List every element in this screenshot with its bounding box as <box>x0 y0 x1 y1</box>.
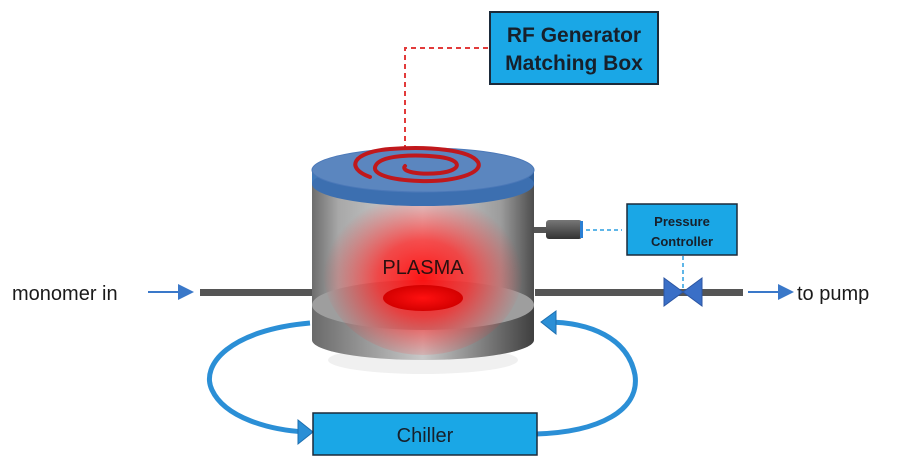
plasma-glow <box>323 185 523 355</box>
valve-icon <box>663 277 703 307</box>
rf-generator-label-line1: RF Generator <box>507 24 641 47</box>
rf-coil <box>353 146 481 184</box>
chiller-supply-arrow <box>535 319 638 437</box>
substrate-electrode <box>383 285 463 311</box>
outlet-pipe <box>535 289 743 296</box>
rf-connection-line <box>404 47 488 158</box>
chiller-box: Chiller <box>312 412 538 456</box>
chiller-label: Chiller <box>397 425 454 447</box>
outlet-label: to pump <box>797 283 869 305</box>
pressure-controller-label-line1: Pressure <box>654 214 710 229</box>
plasma-label: PLASMA <box>382 257 464 279</box>
chiller-loop <box>206 319 638 437</box>
rf-generator-box: RF Generator Matching Box <box>489 11 659 85</box>
inlet-pipe <box>200 289 312 296</box>
chiller-return-arrow <box>206 320 311 435</box>
inlet-label: monomer in <box>12 283 118 305</box>
rf-generator-label-line2: Matching Box <box>505 52 643 75</box>
pressure-controller-box: Pressure Controller <box>626 203 738 256</box>
chiller-return-arrowhead <box>297 418 314 446</box>
pressure-sensor <box>534 220 583 239</box>
pressure-controller-label-line2: Controller <box>651 234 713 249</box>
chiller-supply-arrowhead <box>540 310 557 336</box>
reactor-chamber: PLASMA <box>311 146 535 374</box>
